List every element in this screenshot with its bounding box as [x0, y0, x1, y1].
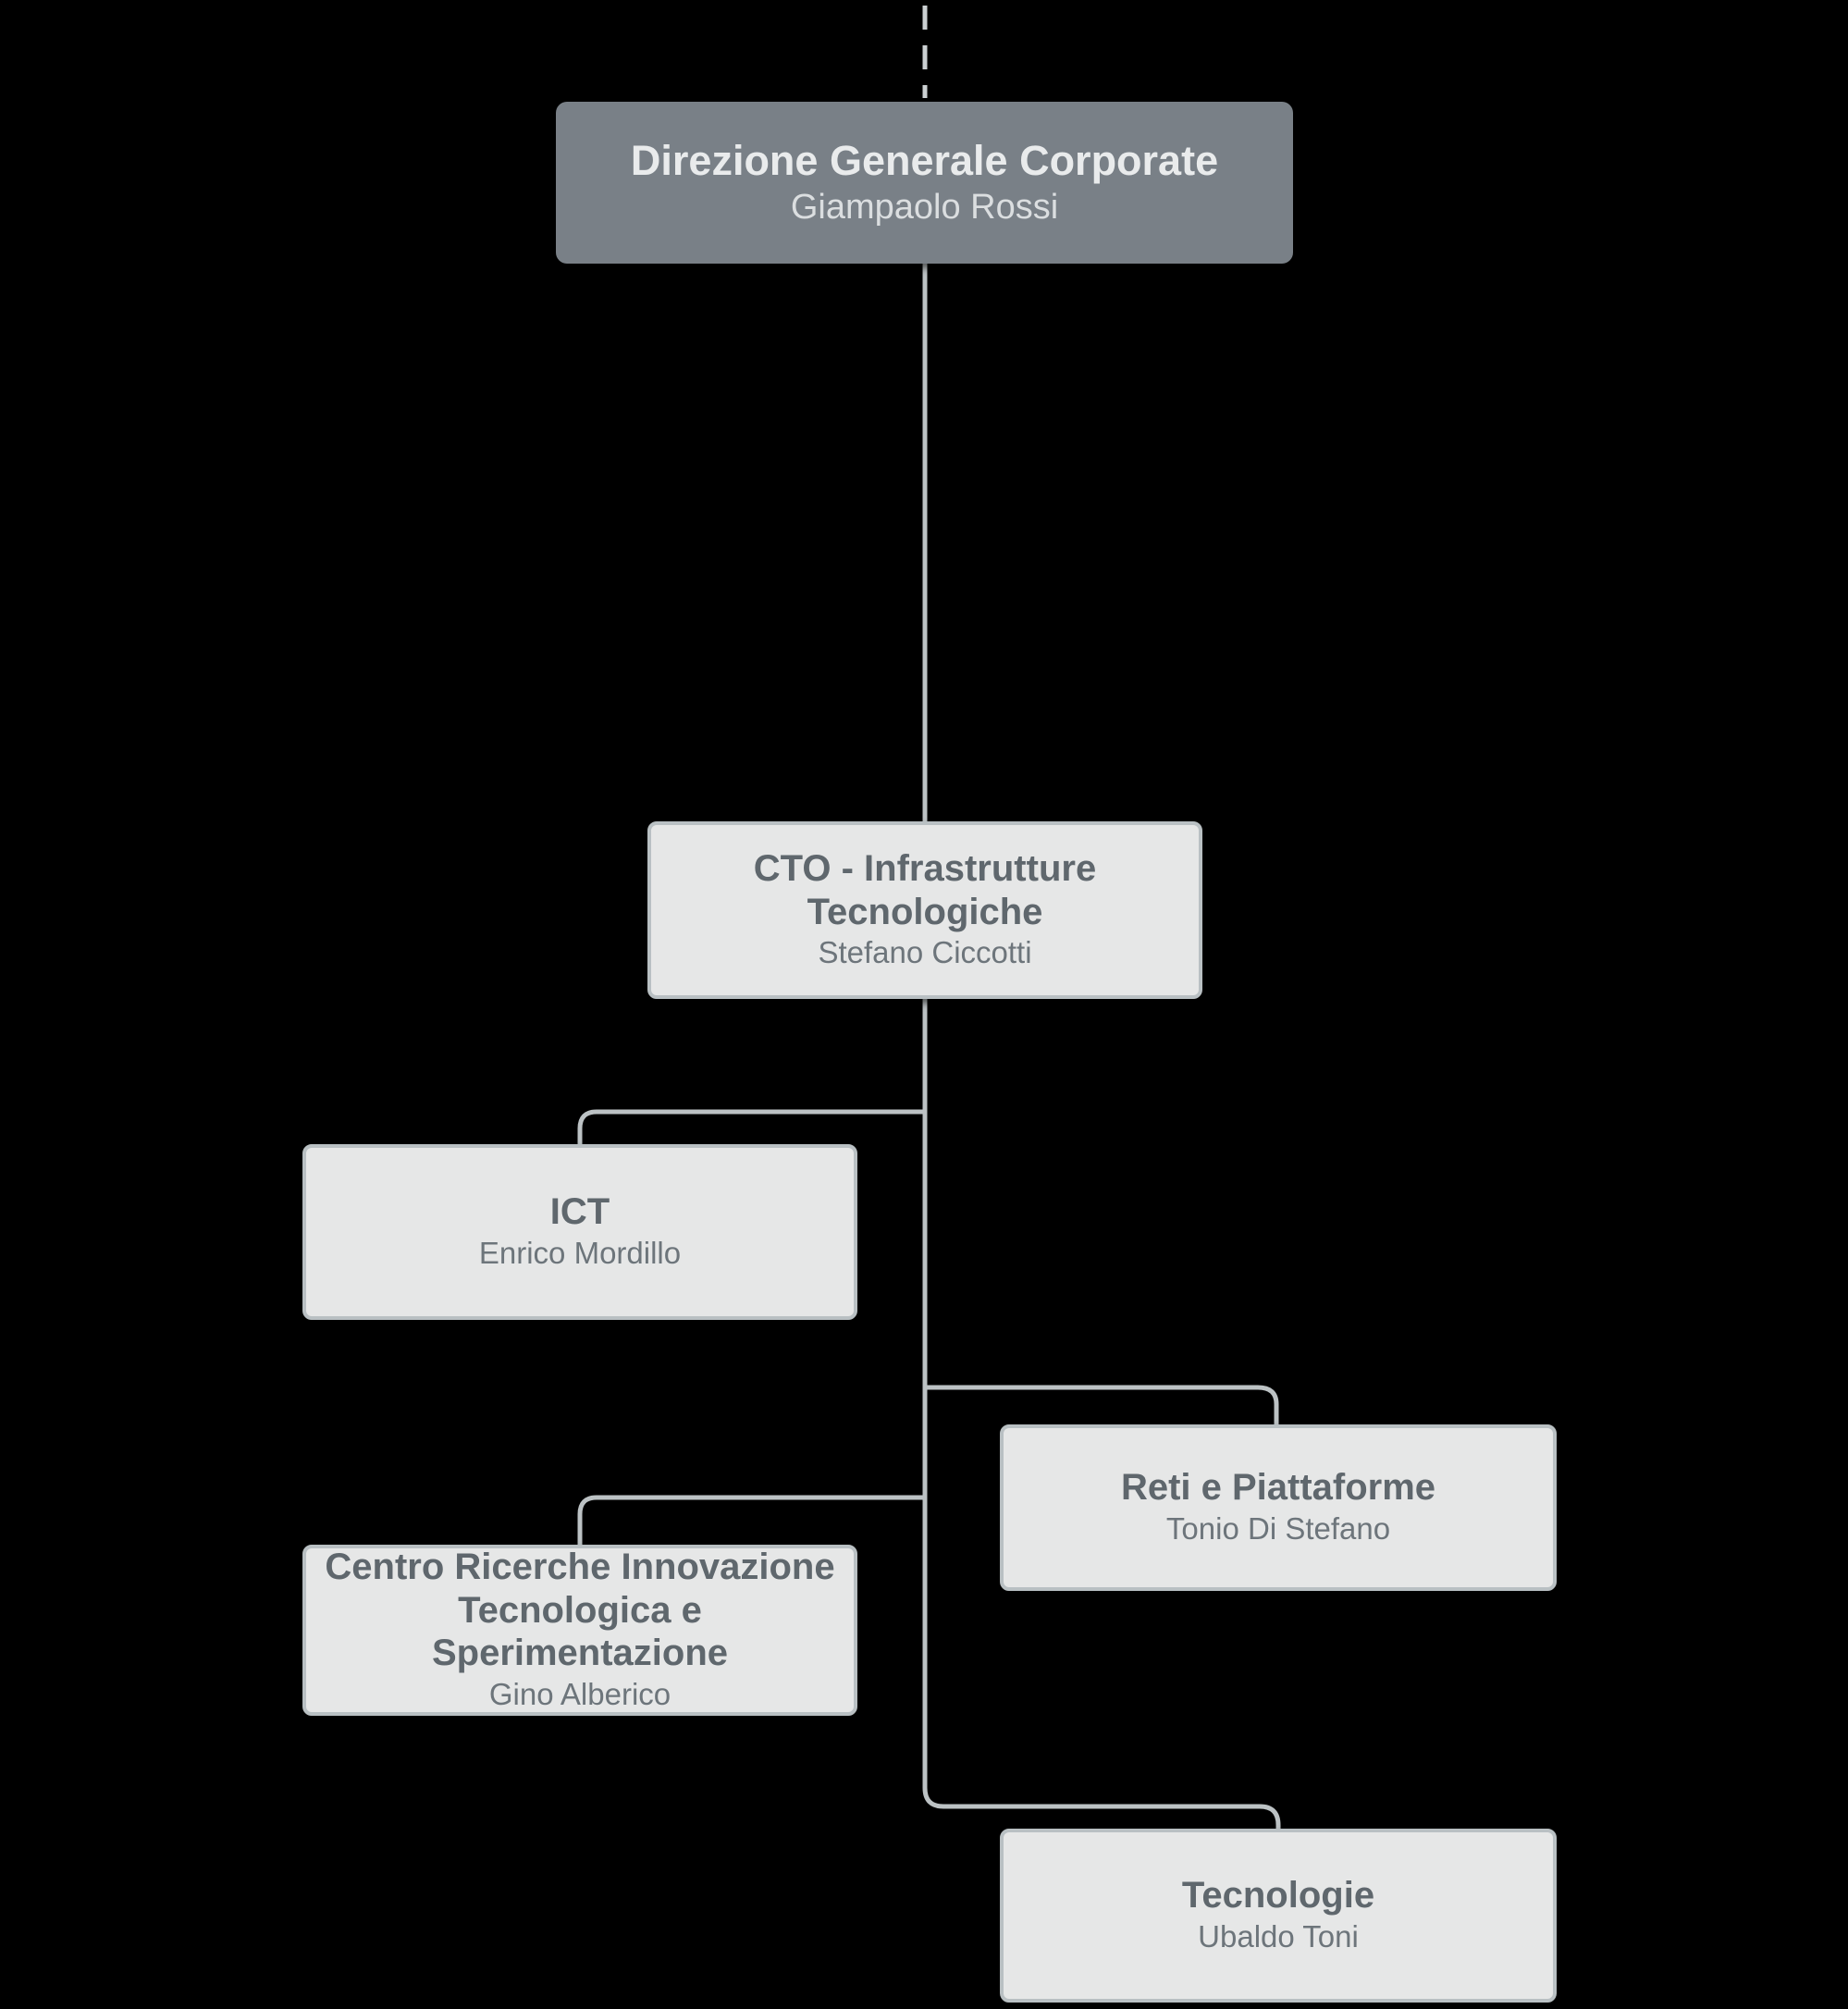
org-node-title: Reti e Piattaforme: [1120, 1467, 1436, 1509]
connector-trunk-to-tecnologie: [922, 997, 1281, 1830]
org-node-centro-ricerche: Centro Ricerche Innovazione Tecnologica …: [302, 1545, 857, 1716]
org-node-person-name: Stefano Ciccotti: [818, 935, 1032, 970]
org-node-title: CTO - Infrastrutture Tecnologiche: [753, 847, 1097, 932]
org-node-tecnologie: Tecnologie Ubaldo Toni: [1000, 1829, 1557, 2003]
org-node-person-name: Giampaolo Rossi: [790, 187, 1059, 227]
org-node-ict: ICT Enrico Mordillo: [302, 1144, 857, 1320]
connector-trunk-to-centro: [577, 1495, 925, 1547]
org-node-title: Tecnologie: [1181, 1875, 1375, 1917]
org-node-person-name: Tonio Di Stefano: [1165, 1510, 1391, 1546]
org-node-person-name: Ubaldo Toni: [1198, 1918, 1359, 1954]
org-node-person-name: Gino Alberico: [488, 1677, 671, 1712]
connector-trunk-to-reti: [925, 1385, 1279, 1426]
org-node-direzione-generale-corporate: Direzione Generale Corporate Giampaolo R…: [556, 102, 1293, 264]
org-node-title: Centro Ricerche Innovazione Tecnologica …: [325, 1546, 835, 1674]
org-node-person-name: Enrico Mordillo: [478, 1235, 682, 1270]
connector-trunk-to-ict: [577, 1109, 925, 1146]
org-node-cto-infrastrutture-tecnologiche: CTO - Infrastrutture Tecnologiche Stefan…: [647, 821, 1202, 999]
org-node-title: ICT: [549, 1191, 610, 1233]
org-node-title: Direzione Generale Corporate: [630, 136, 1219, 184]
org-node-reti-e-piattaforme: Reti e Piattaforme Tonio Di Stefano: [1000, 1424, 1557, 1591]
